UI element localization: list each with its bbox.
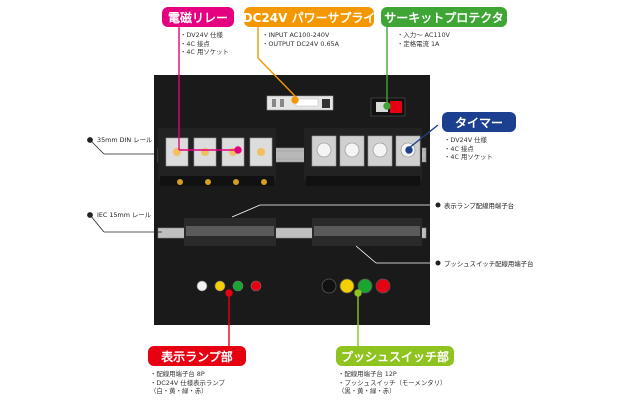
lamp-leader bbox=[225, 289, 233, 352]
lamp-specs: ・配線用端子台 8P ・DC24V 仕様表示ランプ （白・黄・緑・赤） bbox=[150, 370, 225, 396]
switch-terminal-block bbox=[312, 218, 422, 246]
pushswitch-section-label: プッシュスイッチ部 bbox=[336, 346, 454, 366]
circuit-protector-label: サーキットプロテクタ bbox=[381, 7, 507, 27]
power-supply bbox=[266, 95, 334, 111]
protector-specs: ・入力～ AC110V ・定格電流 1A bbox=[397, 31, 450, 48]
power-spec-1: ・INPUT AC100-240V bbox=[262, 31, 330, 39]
timer-label: タイマー bbox=[442, 112, 516, 132]
relay-spec-2: ・4C 接点 bbox=[180, 39, 210, 48]
iec-leader bbox=[87, 212, 162, 233]
protector-leader bbox=[383, 25, 391, 110]
din-rail-label: 35mm DIN レール bbox=[97, 136, 153, 144]
power-leader bbox=[257, 25, 299, 104]
power-spec-2: ・OUTPUT DC24V 0.65A bbox=[262, 39, 339, 48]
pushswitch-leader bbox=[354, 289, 362, 352]
pushswitch-spec-1: ・配線用端子台 12P bbox=[338, 370, 397, 378]
lamp-terminal-leader bbox=[231, 204, 438, 218]
relay-label: 電磁リレー bbox=[162, 7, 234, 27]
power-supply-label: DC24V パワーサプライ bbox=[243, 7, 375, 27]
timer-specs: ・DV24V 仕様 ・4C 接点 ・4C 用ソケット bbox=[444, 136, 493, 162]
relays bbox=[165, 137, 273, 185]
relay-leader bbox=[178, 25, 242, 154]
push-switches bbox=[321, 278, 391, 294]
lamp-spec-1: ・配線用端子台 8P bbox=[150, 370, 205, 378]
timer-spec-1: ・DV24V 仕様 bbox=[444, 136, 487, 144]
lamp-terminal-label: 表示ランプ配線用端子台 bbox=[444, 202, 515, 210]
protector-spec-2: ・定格電流 1A bbox=[397, 39, 440, 48]
pushswitch-spec-2: ・プッシュスイッチ（モーメンタリ） bbox=[338, 378, 447, 387]
relay-spec-3: ・4C 用ソケット bbox=[180, 48, 229, 57]
lamp-spec-3: （白・黄・緑・赤） bbox=[150, 387, 208, 396]
switch-terminal-leader bbox=[355, 245, 438, 264]
pushswitch-spec-3: （黒・黄・緑・赤） bbox=[338, 387, 396, 396]
lamp-section-label: 表示ランプ部 bbox=[148, 346, 246, 366]
pushswitch-specs: ・配線用端子台 12P ・プッシュスイッチ（モーメンタリ） （黒・黄・緑・赤） bbox=[338, 370, 446, 396]
iec-rail bbox=[157, 227, 427, 239]
power-specs: ・INPUT AC100-240V ・OUTPUT DC24V 0.65A bbox=[262, 31, 339, 48]
lamp-spec-2: ・DC24V 仕様表示ランプ bbox=[150, 378, 225, 387]
iec-rail-label: IEC 15mm レール bbox=[97, 211, 152, 219]
timer-spec-3: ・4C 用ソケット bbox=[444, 153, 493, 162]
lamp-terminal-block bbox=[184, 218, 276, 246]
protector-spec-1: ・入力～ AC110V bbox=[397, 31, 450, 39]
indicator-lamps bbox=[196, 280, 262, 292]
relay-spec-1: ・DV24V 仕様 bbox=[180, 31, 223, 39]
din-leader bbox=[87, 137, 162, 155]
relay-specs: ・DV24V 仕様 ・4C 接点 ・4C 用ソケット bbox=[180, 31, 229, 57]
timer-spec-2: ・4C 接点 bbox=[444, 144, 474, 153]
switch-terminal-label: プッシュスイッチ配線用端子台 bbox=[444, 260, 534, 268]
timer-leader bbox=[405, 124, 439, 154]
